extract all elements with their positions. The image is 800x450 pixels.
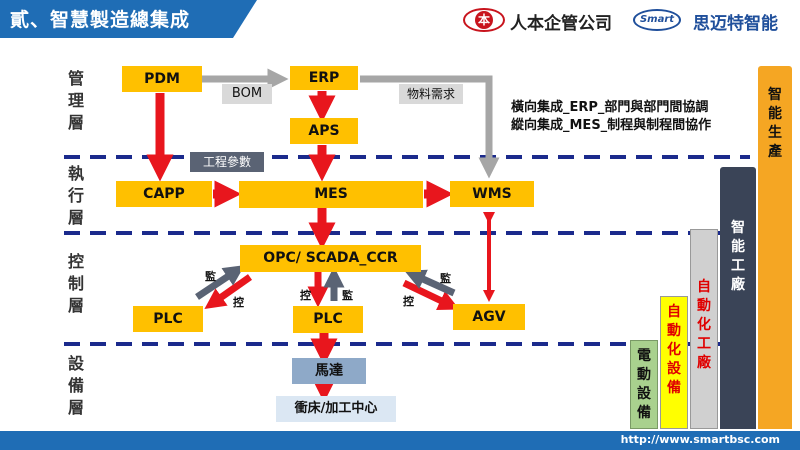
left-monitor-label: 監 bbox=[205, 270, 216, 283]
layer-control-char: 控 bbox=[67, 252, 84, 271]
layer-equipment: 設 備 層 bbox=[66, 353, 86, 419]
arrow-plc-left-opc bbox=[195, 265, 245, 300]
layer-equipment-char: 備 bbox=[67, 376, 84, 395]
smart-logo-icon: Smart bbox=[633, 9, 681, 31]
plc-mid-box: PLC bbox=[293, 306, 363, 333]
arrow-agv-opc bbox=[404, 269, 456, 297]
layer-management-char: 管 bbox=[67, 69, 84, 88]
note-horizontal: 橫向集成_ERP_部門與部門間協調 bbox=[511, 100, 709, 115]
layer-execution: 執 行 層 bbox=[66, 163, 86, 229]
footer-bar: http://www.smartbsc.com bbox=[0, 431, 800, 450]
level-char: 備 bbox=[667, 380, 681, 396]
level-char: 化 bbox=[667, 342, 681, 358]
layer-equipment-char: 層 bbox=[67, 398, 84, 417]
level-char: 設 bbox=[637, 386, 651, 402]
capp-box: CAPP bbox=[116, 181, 212, 207]
level-char: 自 bbox=[697, 279, 711, 295]
layer-management: 管 理 層 bbox=[66, 68, 86, 134]
level-char: 能 bbox=[731, 239, 745, 255]
title-bar bbox=[0, 0, 233, 38]
company1-logo-icon: 本 bbox=[463, 8, 505, 32]
left-control-label: 控 bbox=[233, 296, 244, 309]
level-automation-equipment: 自 動 化 設 備 bbox=[660, 296, 688, 429]
company1-name: 人本企管公司 bbox=[510, 14, 612, 34]
company1-logo-mark: 本 bbox=[475, 11, 493, 29]
level-char: 動 bbox=[637, 367, 651, 383]
page-title: 貳、智慧製造總集成 bbox=[10, 9, 191, 31]
mid-control-label: 控 bbox=[300, 289, 311, 302]
layer-equipment-char: 設 bbox=[67, 354, 84, 373]
company2-name: 思迈特智能 bbox=[693, 14, 778, 34]
level-electric-equipment: 電 動 設 備 bbox=[630, 340, 658, 429]
title-bar-tail bbox=[233, 0, 257, 38]
layer-execution-char: 行 bbox=[67, 186, 84, 205]
note-vertical: 縱向集成_MES_制程與制程間協作 bbox=[511, 118, 712, 133]
level-char: 產 bbox=[768, 144, 782, 160]
plc-left-box: PLC bbox=[133, 306, 203, 332]
layer-execution-char: 執 bbox=[67, 164, 84, 183]
level-smart-factory: 智 能 工 廠 bbox=[720, 167, 756, 429]
level-char: 動 bbox=[697, 298, 711, 314]
level-char: 自 bbox=[667, 304, 681, 320]
layer-management-char: 理 bbox=[67, 91, 84, 110]
layer-control: 控 制 層 bbox=[66, 251, 86, 317]
level-char: 電 bbox=[637, 348, 651, 364]
mes-box: MES bbox=[239, 181, 423, 208]
right-control-label: 控 bbox=[403, 295, 414, 308]
level-char: 工 bbox=[697, 336, 711, 352]
level-char: 廠 bbox=[731, 277, 745, 293]
level-char: 設 bbox=[667, 361, 681, 377]
material-demand-label: 物料需求 bbox=[399, 84, 463, 104]
level-automation-factory: 自 動 化 工 廠 bbox=[690, 229, 718, 429]
level-char: 工 bbox=[731, 258, 745, 274]
layer-execution-char: 層 bbox=[67, 208, 84, 227]
pdm-box: PDM bbox=[122, 66, 202, 92]
level-char: 生 bbox=[768, 125, 782, 141]
lathe-box: 衝床/加工中心 bbox=[276, 396, 396, 422]
eng-param-label: 工程參數 bbox=[190, 152, 264, 172]
wms-box: WMS bbox=[450, 181, 534, 207]
erp-box: ERP bbox=[290, 66, 358, 90]
bom-label: BOM bbox=[222, 84, 272, 104]
motor-box: 馬達 bbox=[292, 358, 366, 384]
arrow-erp-wms bbox=[360, 75, 500, 179]
layer-management-char: 層 bbox=[67, 113, 84, 132]
layer-control-char: 層 bbox=[67, 296, 84, 315]
level-char: 智 bbox=[731, 220, 745, 236]
aps-box: APS bbox=[290, 118, 358, 144]
footer-url[interactable]: http://www.smartbsc.com bbox=[620, 433, 780, 446]
level-char: 能 bbox=[768, 106, 782, 122]
layer-control-char: 制 bbox=[67, 274, 84, 293]
agv-box: AGV bbox=[453, 304, 525, 330]
mid-monitor-label: 監 bbox=[342, 289, 353, 302]
level-char: 動 bbox=[667, 323, 681, 339]
level-char: 備 bbox=[637, 405, 651, 421]
level-char: 廠 bbox=[697, 355, 711, 371]
opc-scada-box: OPC/ SCADA_CCR bbox=[240, 245, 421, 272]
level-char: 智 bbox=[768, 87, 782, 103]
right-monitor-label: 監 bbox=[440, 272, 451, 285]
level-smart-production: 智 能 生 產 bbox=[758, 66, 792, 429]
level-char: 化 bbox=[697, 317, 711, 333]
